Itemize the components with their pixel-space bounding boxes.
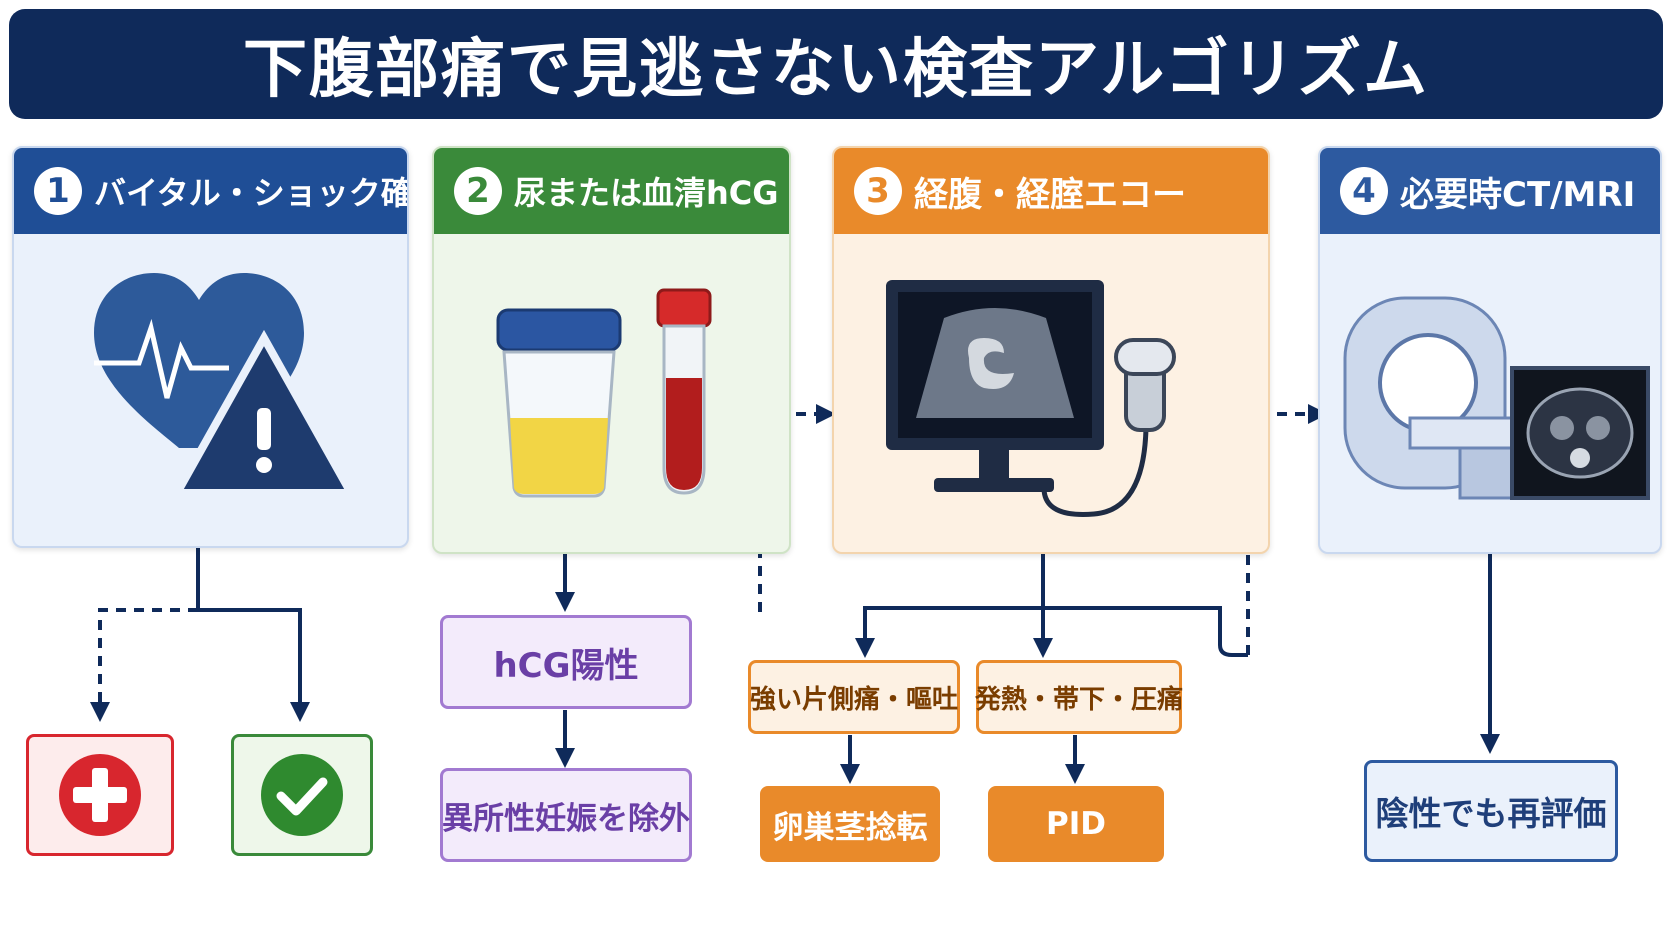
connector-1-stable bbox=[198, 608, 310, 722]
torsion-result-label: 卵巣茎捻転 bbox=[772, 809, 928, 846]
hcg-positive-label: hCG陽性 bbox=[493, 645, 639, 686]
step-2-header: 2 尿または血清hCG bbox=[434, 148, 789, 234]
step-label: 尿または血清hCG bbox=[514, 174, 779, 212]
step-4-header: 4 必要時CT/MRI bbox=[1320, 148, 1660, 234]
ultrasound-monitor-icon bbox=[886, 280, 1176, 517]
title-bar: 下腹部痛で見逃さない検査アルゴリズム bbox=[9, 9, 1663, 119]
step-label: 経腹・経腟エコー bbox=[914, 174, 1186, 215]
hcg-positive-box: hCG陽性 bbox=[440, 615, 692, 709]
step-number: 3 bbox=[854, 167, 902, 215]
exclude-ectopic-box: 異所性妊娠を除外 bbox=[440, 768, 692, 862]
step-1-panel: 1 バイタル・ショック確認 bbox=[12, 146, 409, 548]
urine-cup-icon bbox=[496, 308, 622, 498]
step-1-header: 1 バイタル・ショック確認 bbox=[14, 148, 407, 234]
step-label: 必要時CT/MRI bbox=[1400, 174, 1636, 215]
branch-a-label: 強い片側痛・嘔吐 bbox=[750, 684, 959, 715]
step-label: バイタル・ショック確認 bbox=[94, 174, 407, 212]
step-number: 4 bbox=[1340, 167, 1388, 215]
unstable-result-box bbox=[26, 734, 174, 856]
pid-result-box: PID bbox=[988, 786, 1164, 862]
step-number: 1 bbox=[34, 167, 82, 215]
step-2-panel: 2 尿または血清hCG bbox=[432, 146, 791, 554]
connector-3-right bbox=[1043, 606, 1248, 657]
step-3-header: 3 経腹・経腟エコー bbox=[834, 148, 1268, 234]
red-cross-icon bbox=[59, 754, 141, 836]
pid-result-label: PID bbox=[1046, 806, 1106, 842]
step-4-panel: 4 必要時CT/MRI bbox=[1318, 146, 1662, 554]
blood-tube-icon bbox=[656, 288, 712, 495]
branch-b-label: 発熱・帯下・圧痛 bbox=[975, 684, 1184, 715]
heart-warning-icon bbox=[94, 273, 358, 497]
branch-a-box: 強い片側痛・嘔吐 bbox=[748, 660, 960, 734]
green-check-icon bbox=[261, 754, 343, 836]
connector-3-left bbox=[855, 606, 1043, 658]
ct-scanner-icon bbox=[1343, 296, 1650, 500]
page-title: 下腹部痛で見逃さない検査アルゴリズム bbox=[242, 33, 1430, 107]
reassess-box: 陰性でも再評価 bbox=[1364, 760, 1618, 862]
stable-result-box bbox=[231, 734, 373, 856]
step-3-panel: 3 経腹・経腟エコー bbox=[832, 146, 1270, 554]
reassess-label: 陰性でも再評価 bbox=[1375, 794, 1607, 833]
connector-1-unstable bbox=[90, 608, 198, 722]
step-number: 2 bbox=[454, 167, 502, 215]
torsion-result-box: 卵巣茎捻転 bbox=[760, 786, 940, 862]
branch-b-box: 発熱・帯下・圧痛 bbox=[975, 660, 1184, 734]
exclude-ectopic-label: 異所性妊娠を除外 bbox=[442, 800, 690, 837]
